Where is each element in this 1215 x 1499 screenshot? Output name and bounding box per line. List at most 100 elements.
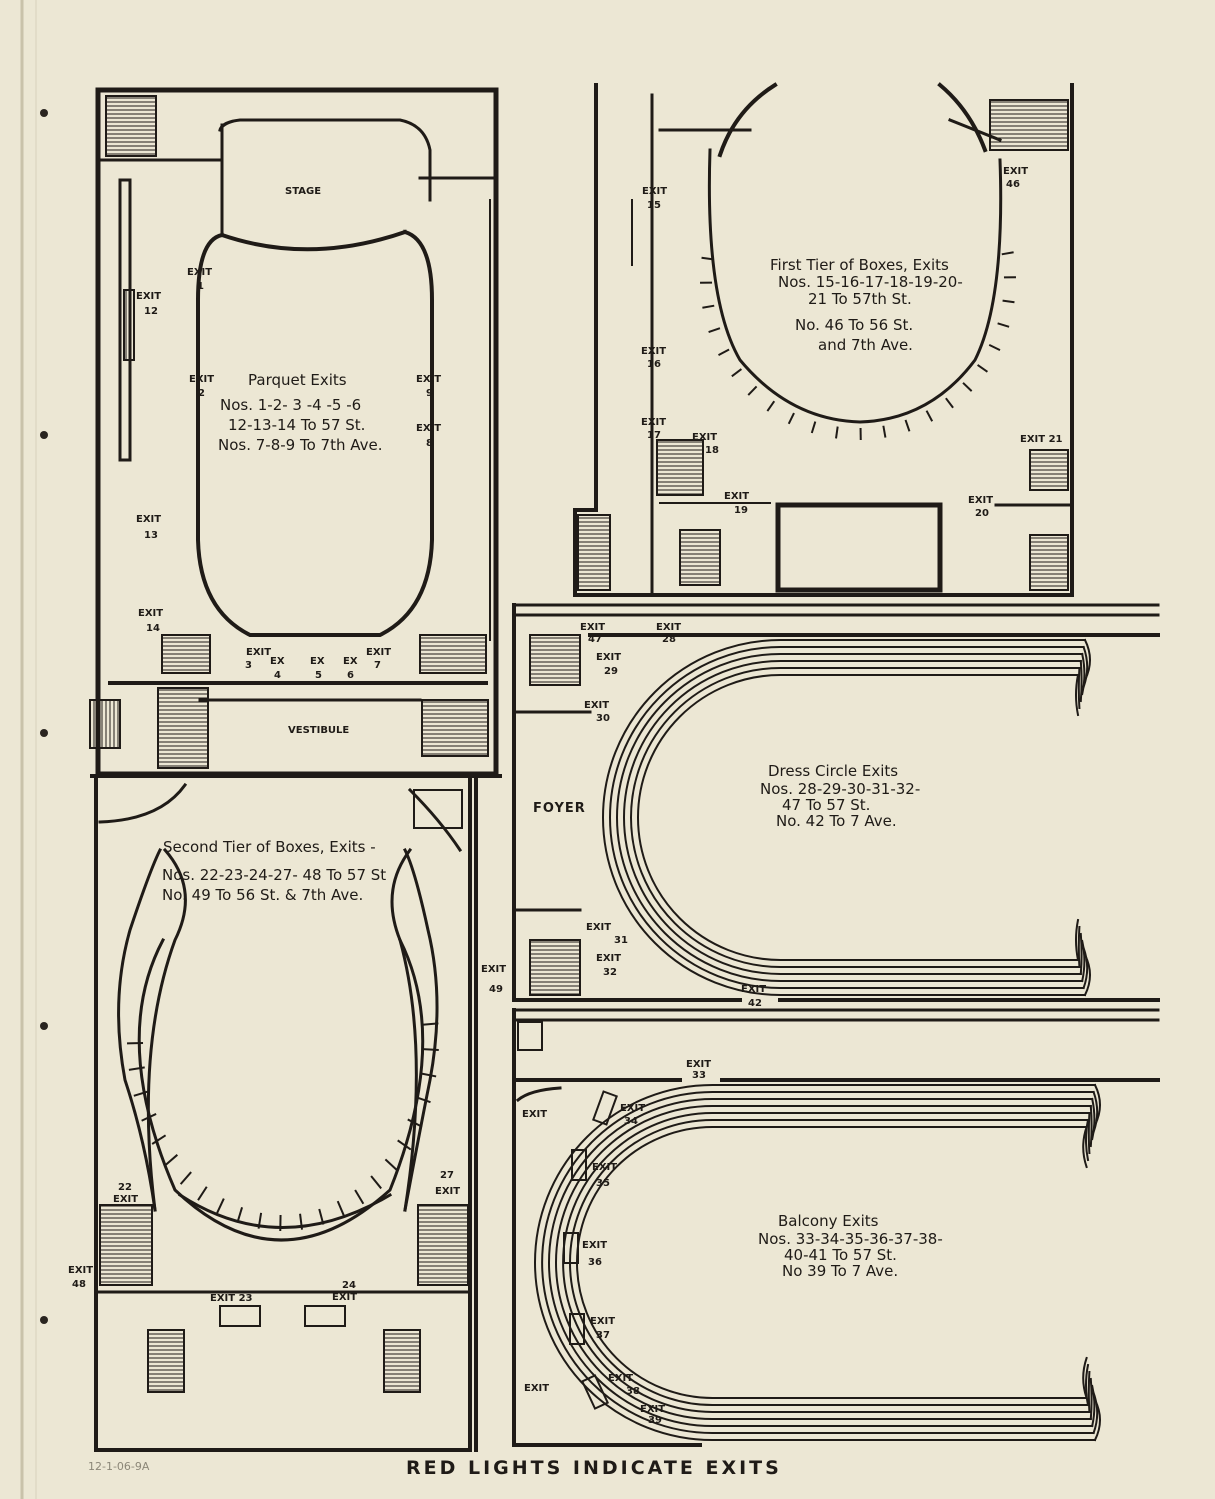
parquet-labels: STAGE VESTIBULE Parquet Exits Nos. 1-2- … bbox=[136, 186, 441, 736]
exit-42-word: EXIT bbox=[741, 984, 766, 995]
dress-circle-title: Dress Circle Exits bbox=[768, 762, 898, 780]
dress-circle-tier-end bbox=[1081, 939, 1086, 983]
exit-1-word: EXIT bbox=[187, 267, 212, 278]
balcony-tier-line bbox=[541, 1091, 1095, 1434]
second-tier-box-mark bbox=[128, 1066, 145, 1071]
balcony-tier-line bbox=[548, 1098, 1094, 1427]
balcony-tier-line bbox=[555, 1105, 1092, 1420]
exit-34-word: EXIT bbox=[620, 1103, 645, 1114]
second-tier-box-mark bbox=[236, 1207, 244, 1223]
exit-35-num: 35 bbox=[596, 1178, 610, 1189]
first-tier-box-mark bbox=[977, 364, 988, 373]
exit-42-num: 42 bbox=[748, 998, 762, 1009]
dress-circle-line1: Nos. 28-29-30-31-32- bbox=[760, 780, 920, 798]
exit-47-num: 47 bbox=[588, 634, 602, 645]
dress-circle-tier-line bbox=[630, 667, 1081, 968]
first-tier-box-mark bbox=[988, 343, 1001, 352]
exit-22-num: 22 bbox=[118, 1182, 132, 1193]
dress-circle-tier-line bbox=[602, 639, 1086, 996]
foyer-label: FOYER bbox=[533, 801, 586, 816]
second-tier-box-mark bbox=[422, 1048, 439, 1051]
second-tier-line1: Second Tier of Boxes, Exits - bbox=[163, 838, 376, 856]
dress-circle-tier-line bbox=[616, 653, 1084, 982]
exit-39-num: 39 bbox=[648, 1415, 662, 1426]
exit-2-num: 2 bbox=[198, 388, 205, 399]
second-tier-line2: Nos. 22-23-24-27- 48 To 57 St bbox=[162, 866, 386, 884]
second-tier-box-mark bbox=[354, 1189, 365, 1205]
balcony-exit-upper: EXIT bbox=[522, 1109, 547, 1120]
first-tier-plan bbox=[573, 82, 1074, 597]
exit-9-word: EXIT bbox=[416, 374, 441, 385]
exit-8-num: 8 bbox=[426, 438, 433, 449]
first-tier-box-mark bbox=[787, 412, 795, 425]
second-tier-box-mark bbox=[384, 1158, 398, 1171]
exit-7-num: 7 bbox=[374, 660, 381, 671]
second-tier-box-mark bbox=[370, 1175, 382, 1190]
exit-12-word: EXIT bbox=[136, 291, 161, 302]
dress-circle-tier-end bbox=[1079, 932, 1083, 976]
balcony-tier-end bbox=[1082, 1356, 1088, 1400]
first-tier-line1: First Tier of Boxes, Exits bbox=[770, 256, 949, 274]
exit-16-word: EXIT bbox=[641, 346, 666, 357]
exit-8-word: EXIT bbox=[416, 423, 441, 434]
first-tier-box-mark bbox=[810, 421, 817, 434]
exit-14-num: 14 bbox=[146, 623, 160, 634]
balcony-line3: No 39 To 7 Ave. bbox=[782, 1262, 898, 1280]
exit-3-num: 3 bbox=[245, 660, 252, 671]
second-tier-box-mark bbox=[420, 1072, 437, 1078]
exit-34-num: 34 bbox=[624, 1116, 638, 1127]
exit-18-num: 18 bbox=[705, 445, 719, 456]
archive-note: 12-1-06-9A bbox=[88, 1460, 150, 1473]
first-tier-line3: 21 To 57th St. bbox=[808, 290, 912, 308]
balcony-exit-lower: EXIT bbox=[524, 1383, 549, 1394]
dress-circle-tier-end bbox=[1075, 918, 1080, 962]
exit-7-word: EXIT bbox=[366, 647, 391, 658]
first-tier-box-mark bbox=[708, 327, 721, 334]
exit-32-num: 32 bbox=[603, 967, 617, 978]
exit-39-word: EXIT bbox=[640, 1404, 665, 1415]
exit-21-label: EXIT 21 bbox=[1020, 434, 1063, 445]
exit-38-word: EXIT bbox=[608, 1373, 633, 1384]
exit-20-word: EXIT bbox=[968, 495, 993, 506]
exit-29-num: 29 bbox=[604, 666, 618, 677]
dress-circle-line2: 47 To 57 St. bbox=[782, 796, 870, 814]
dress-circle-tier-end bbox=[1077, 925, 1081, 969]
exit-37-num: 37 bbox=[596, 1330, 610, 1341]
exit-33-word: EXIT bbox=[686, 1059, 711, 1070]
exit-35-word: EXIT bbox=[592, 1162, 617, 1173]
first-tier-box-mark bbox=[904, 419, 911, 432]
exit-47-word: EXIT bbox=[580, 622, 605, 633]
balcony-line2: 40-41 To 57 St. bbox=[784, 1246, 897, 1264]
second-tier-box-mark bbox=[141, 1113, 157, 1122]
binding-edge bbox=[20, 0, 48, 1499]
stage-label: STAGE bbox=[285, 186, 321, 197]
first-tier-box-mark bbox=[731, 368, 743, 378]
parquet-line3: Nos. 7-8-9 To 7th Ave. bbox=[218, 436, 383, 454]
exit-19-word: EXIT bbox=[724, 491, 749, 502]
parquet-line2: 12-13-14 To 57 St. bbox=[228, 416, 365, 434]
exit-20-num: 20 bbox=[975, 508, 989, 519]
balcony-tier-end bbox=[1089, 1377, 1093, 1421]
balcony-tier-end bbox=[1091, 1384, 1096, 1428]
first-tier-box-mark bbox=[835, 426, 839, 439]
exit-31-num: 31 bbox=[614, 935, 628, 946]
second-tier-box-mark bbox=[164, 1154, 178, 1167]
exit-28-word: EXIT bbox=[656, 622, 681, 633]
exit-24-num: 24 bbox=[342, 1280, 356, 1291]
exit-27-num: 27 bbox=[440, 1170, 454, 1181]
exit-48-num: 48 bbox=[72, 1279, 86, 1290]
exit-2-word: EXIT bbox=[189, 374, 214, 385]
second-tier-box-mark bbox=[133, 1090, 150, 1097]
exit-29-word: EXIT bbox=[596, 652, 621, 663]
exit-36-num: 36 bbox=[588, 1257, 602, 1268]
exit-17-num: 17 bbox=[647, 430, 661, 441]
dress-circle-tier-end bbox=[1081, 652, 1086, 696]
exit-5-word: EX bbox=[310, 656, 325, 667]
second-tier-line3: No. 49 To 56 St. & 7th Ave. bbox=[162, 886, 363, 904]
first-tier-box-mark bbox=[702, 304, 715, 309]
exit-46-num: 46 bbox=[1006, 179, 1020, 190]
balcony-tier-end bbox=[1087, 1111, 1091, 1155]
second-tier-box-mark bbox=[151, 1134, 167, 1145]
second-tier-box-mark bbox=[216, 1198, 225, 1214]
exit-24-word: EXIT bbox=[332, 1292, 357, 1303]
